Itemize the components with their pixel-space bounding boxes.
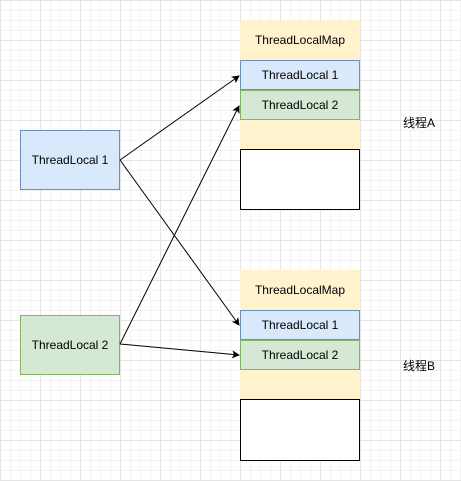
arrow-tl2-to-thread-b-row2 bbox=[119, 343, 240, 359]
threadlocal-1-label: ThreadLocal 1 bbox=[31, 153, 109, 167]
thread-b-row-1-label: ThreadLocal 1 bbox=[261, 318, 339, 332]
arrow-tl1-to-thread-b-row1 bbox=[119, 159, 240, 326]
thread-a-row-1-label: ThreadLocal 1 bbox=[261, 68, 339, 82]
thread-b-row-threadlocal-1[interactable]: ThreadLocal 1 bbox=[240, 310, 360, 340]
thread-b-row-2-label: ThreadLocal 2 bbox=[261, 348, 339, 362]
thread-a-row-2-label: ThreadLocal 2 bbox=[261, 98, 339, 112]
thread-b-row-empty[interactable] bbox=[240, 370, 360, 400]
thread-a-row-empty[interactable] bbox=[240, 120, 360, 150]
thread-a-row-threadlocal-1[interactable]: ThreadLocal 1 bbox=[240, 60, 360, 90]
thread-a-map-header-label: ThreadLocalMap bbox=[254, 33, 346, 47]
arrow-tl1-to-thread-a-row1 bbox=[119, 75, 240, 161]
thread-a-map-header: ThreadLocalMap bbox=[240, 20, 360, 60]
threadlocal-2-node[interactable]: ThreadLocal 2 bbox=[20, 315, 120, 375]
thread-b-map-header: ThreadLocalMap bbox=[240, 270, 360, 310]
threadlocal-1-node[interactable]: ThreadLocal 1 bbox=[20, 130, 120, 190]
thread-a-row-threadlocal-2[interactable]: ThreadLocal 2 bbox=[240, 90, 360, 120]
thread-b-label: 线程B bbox=[403, 359, 436, 373]
thread-a-label: 线程A bbox=[403, 116, 436, 130]
threadlocal-2-label: ThreadLocal 2 bbox=[31, 338, 109, 352]
thread-b-map-header-label: ThreadLocalMap bbox=[254, 283, 346, 297]
arrow-tl2-to-thread-a-row2 bbox=[119, 105, 240, 345]
thread-b-row-threadlocal-2[interactable]: ThreadLocal 2 bbox=[240, 340, 360, 370]
